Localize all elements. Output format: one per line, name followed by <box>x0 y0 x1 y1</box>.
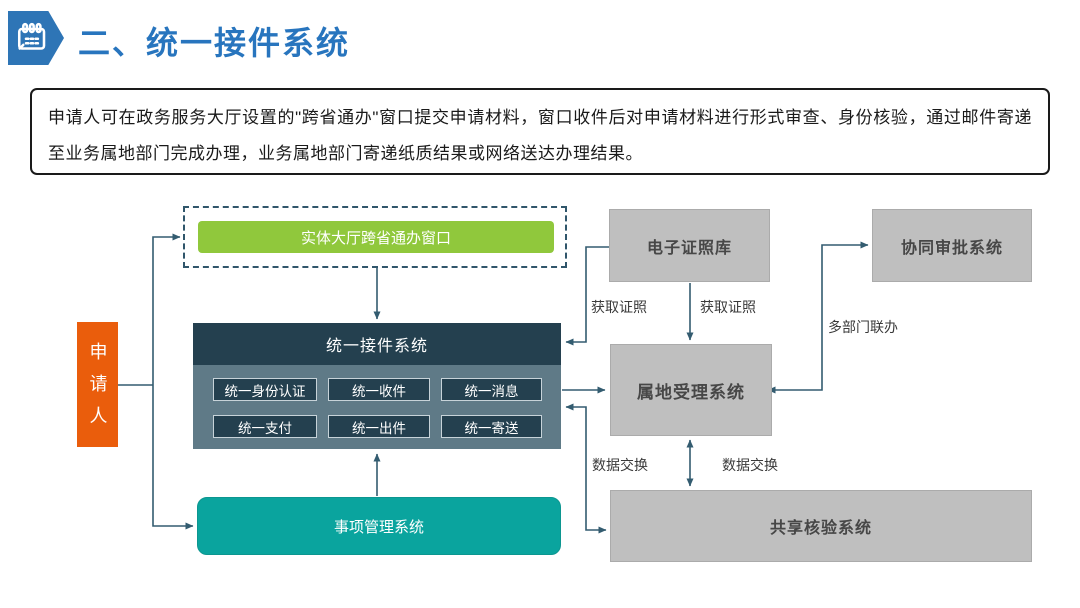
calendar-icon <box>8 11 64 65</box>
edge-label-get-license-left: 获取证照 <box>591 299 647 315</box>
page-title: 二、统一接件系统 <box>78 25 351 61</box>
shared-verification-system-box: 共享核验系统 <box>610 490 1032 562</box>
applicant-box: 申请人 <box>77 322 118 447</box>
module-delivery: 统一寄送 <box>441 415 542 438</box>
unified-system-modules: 统一身份认证 统一收件 统一消息 统一支付 统一出件 统一寄送 <box>193 365 561 449</box>
hall-window-dashed-frame <box>183 206 567 268</box>
e-license-library-box: 电子证照库 <box>609 209 770 282</box>
module-receive: 统一收件 <box>328 378 430 401</box>
edge-label-multi-department: 多部门联办 <box>828 319 898 335</box>
module-payment: 统一支付 <box>213 415 317 438</box>
unified-system-title: 统一接件系统 <box>193 323 561 365</box>
module-identity-auth: 统一身份认证 <box>213 378 317 401</box>
description-text: 申请人可在政务服务大厅设置的"跨省通办"窗口提交申请材料，窗口收件后对申请材料进… <box>48 108 1032 163</box>
unified-receiving-system-box: 统一接件系统 统一身份认证 统一收件 统一消息 统一支付 统一出件 统一寄送 <box>193 323 561 449</box>
description-box: 申请人可在政务服务大厅设置的"跨省通办"窗口提交申请材料，窗口收件后对申请材料进… <box>30 88 1050 175</box>
edge-label-data-exchange-left: 数据交换 <box>592 457 648 473</box>
item-management-system-box: 事项管理系统 <box>197 497 561 555</box>
module-message: 统一消息 <box>441 378 542 401</box>
collaborative-approval-system-box: 协同审批系统 <box>872 209 1032 282</box>
module-dispatch: 统一出件 <box>328 415 430 438</box>
hall-window-box: 实体大厅跨省通办窗口 <box>198 221 554 253</box>
territorial-acceptance-system-box: 属地受理系统 <box>610 344 772 436</box>
edge-label-get-license-right: 获取证照 <box>700 299 756 315</box>
edge-label-data-exchange-right: 数据交换 <box>722 457 778 473</box>
